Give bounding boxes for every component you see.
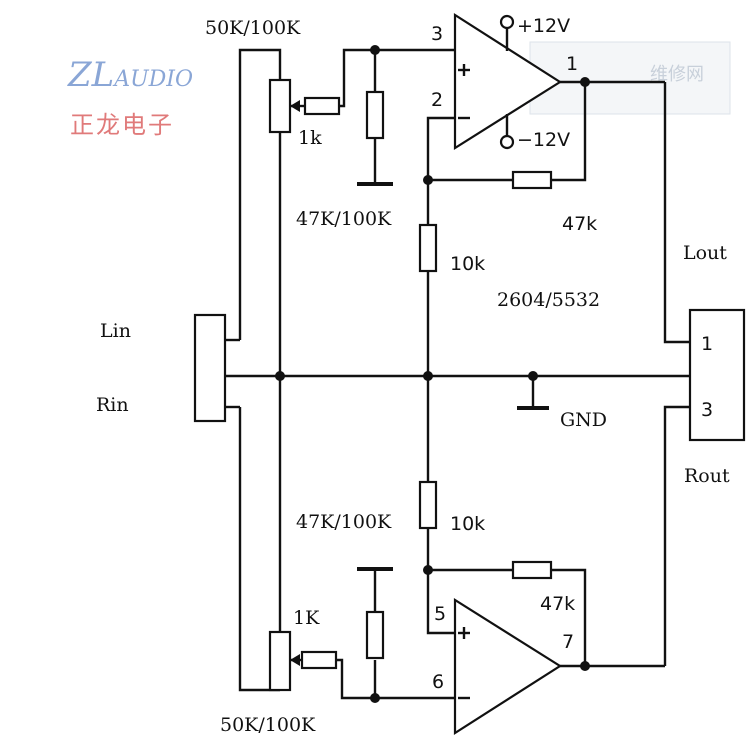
pot-bottom	[268, 630, 292, 692]
label-rout: Rout	[684, 465, 730, 487]
logo-brand: ZLAUDIO	[67, 55, 193, 95]
supply-neg-terminal	[499, 134, 515, 150]
wire-lout	[663, 82, 690, 344]
label-pot-top: 50K/100K	[205, 17, 301, 39]
r-bottom-ground	[418, 480, 438, 530]
wire-top-fb-b	[551, 82, 587, 182]
label-pot-bottom: 50K/100K	[220, 714, 316, 736]
wire-lin-to-pot	[238, 48, 282, 340]
pin-bottom-minus: 6	[432, 671, 444, 693]
label-r-top-series: 1k	[298, 127, 322, 149]
label-supply-neg: −12V	[517, 129, 570, 151]
label-r-bottom-ground: 10k	[450, 513, 485, 535]
node-ground-left	[275, 371, 285, 381]
label-r-top-shunt: 47K/100K	[296, 208, 392, 230]
output-connector	[688, 308, 746, 442]
pin-bottom-plus: 5	[434, 603, 446, 625]
r-top-feedback	[511, 170, 553, 190]
pot-bottom-arrow	[290, 654, 300, 666]
label-opamp: 2604/5532	[497, 289, 600, 311]
input-connector	[193, 313, 227, 423]
supply-pos-terminal	[499, 14, 515, 30]
r-bottom-feedback	[511, 560, 553, 580]
wire-rout	[663, 405, 690, 666]
wire-bottom-series	[336, 658, 375, 700]
wire-top-series	[339, 48, 375, 108]
label-r-bottom-feedback: 47k	[540, 593, 575, 615]
label-r-bottom-shunt: 47K/100K	[296, 511, 392, 533]
logo-brand-cn: 正龙电子	[70, 111, 174, 139]
r-top-series	[303, 96, 341, 116]
watermark-text: 维修网	[650, 64, 704, 85]
label-gnd: GND	[560, 409, 607, 431]
opamp-bottom	[453, 598, 563, 736]
label-lin: Lin	[100, 320, 131, 342]
pin-conn-1: 1	[701, 333, 713, 355]
r-bottom-series	[300, 650, 338, 670]
pot-top	[268, 78, 292, 134]
node-top-out	[580, 77, 590, 87]
r-top-shunt	[365, 90, 385, 140]
label-lout: Lout	[683, 242, 727, 264]
r-top-ground	[418, 223, 438, 273]
label-rin: Rin	[96, 394, 129, 416]
pin-top-plus: 3	[431, 23, 443, 45]
label-r-bottom-series: 1K	[293, 607, 320, 629]
pin-top-minus: 2	[431, 89, 443, 111]
pin-conn-3: 3	[701, 399, 713, 421]
wire-rin-to-pot	[238, 407, 280, 692]
label-supply-pos: +12V	[517, 15, 570, 37]
wire-top-minus	[426, 116, 455, 180]
label-r-top-ground: 10k	[450, 253, 485, 275]
label-r-top-feedback: 47k	[562, 213, 597, 235]
node-bottom-out	[580, 661, 590, 671]
r-bottom-shunt	[365, 610, 385, 660]
watermark-box	[529, 41, 731, 115]
pin-top-out: 1	[566, 53, 578, 75]
pot-top-arrow	[290, 100, 300, 112]
pin-bottom-out: 7	[562, 631, 574, 653]
wire-bottom-fb-b	[551, 568, 587, 666]
wire-bottom-plus	[426, 570, 455, 635]
